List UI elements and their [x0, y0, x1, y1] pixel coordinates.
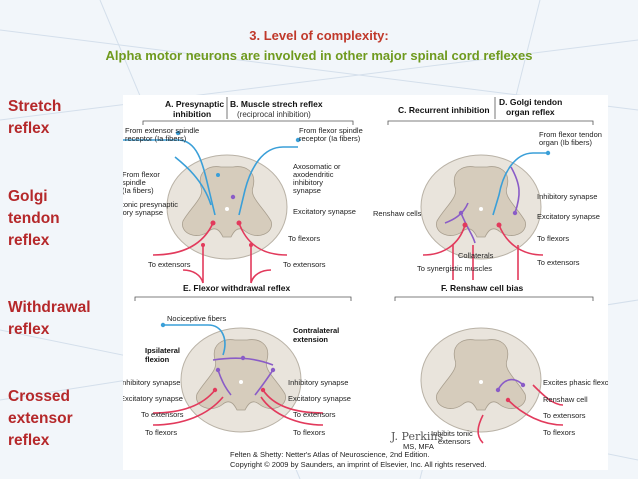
panel-a-heading: A. Presynaptic inhibition	[165, 99, 224, 119]
svg-text:flexion: flexion	[145, 355, 170, 364]
svg-text:Excitatory synapse: Excitatory synapse	[123, 394, 183, 403]
svg-text:To flexors: To flexors	[537, 234, 569, 243]
svg-text:To flexors: To flexors	[145, 428, 177, 437]
neurons-cd	[422, 152, 548, 280]
svg-text:Inhibitory synapse: Inhibitory synapse	[537, 192, 597, 201]
svg-text:A. Presynaptic: A. Presynaptic	[165, 99, 224, 109]
svg-text:Inhibitory synapse: Inhibitory synapse	[123, 378, 180, 387]
svg-text:synapse: synapse	[293, 186, 321, 195]
spinal-cord-ab	[166, 154, 288, 260]
svg-text:To synergistic muscles: To synergistic muscles	[417, 264, 492, 273]
neurons-f	[477, 378, 564, 444]
svg-text:Ipsilateral: Ipsilateral	[145, 346, 180, 355]
svg-text:To extensors: To extensors	[537, 258, 580, 267]
svg-text:Renshaw cell: Renshaw cell	[543, 395, 588, 404]
svg-text:Axoaxonic presynaptic: Axoaxonic presynaptic	[123, 200, 178, 209]
slide-subtitle: Alpha motor neurons are involved in othe…	[105, 48, 533, 63]
svg-text:inhibitory synapse: inhibitory synapse	[123, 208, 163, 217]
svg-text:Inhibits tonic: Inhibits tonic	[431, 429, 473, 438]
svg-text:To flexors: To flexors	[293, 428, 325, 437]
neurons-e	[152, 324, 324, 426]
panel-b-heading: B. Muscle strech reflex (reciprocal inhi…	[230, 99, 323, 119]
svg-text:Excitatory synapse: Excitatory synapse	[537, 212, 600, 221]
svg-text:From flexor spindle: From flexor spindle	[299, 126, 363, 135]
svg-text:To extensors: To extensors	[141, 410, 184, 419]
svg-text:extension: extension	[293, 335, 328, 344]
svg-text:(reciprocal inhibition): (reciprocal inhibition)	[237, 110, 311, 119]
labels-cd: From flexor tendon organ (Ib fibers) Ren…	[373, 130, 602, 273]
svg-text:axodendritic: axodendritic	[293, 170, 334, 179]
svg-text:organ reflex: organ reflex	[506, 107, 555, 117]
svg-text:To extensors: To extensors	[283, 260, 326, 269]
svg-text:Nociceptive fibers: Nociceptive fibers	[167, 314, 226, 323]
svg-text:D. Golgi tendon: D. Golgi tendon	[499, 97, 562, 107]
svg-text:Axosomatic or: Axosomatic or	[293, 162, 341, 171]
svg-text:receptor (Ia fibers): receptor (Ia fibers)	[299, 134, 361, 143]
svg-text:Inhibitory synapse: Inhibitory synapse	[288, 378, 348, 387]
figure-credit: Felten & Shetty: Netter's Atlas of Neuro…	[230, 450, 487, 469]
svg-text:inhibition: inhibition	[173, 109, 211, 119]
svg-text:spindle: spindle	[123, 178, 146, 187]
labels-ab: From extensor spindle receptor (Ia fiber…	[123, 126, 363, 269]
svg-text:To extensors: To extensors	[293, 410, 336, 419]
svg-text:To flexors: To flexors	[543, 428, 575, 437]
panel-e-heading: E. Flexor withdrawal reflex	[183, 283, 291, 293]
svg-text:Excitatory synapse: Excitatory synapse	[288, 394, 351, 403]
reflex-diagram: A. Presynaptic inhibition B. Muscle stre…	[123, 97, 608, 451]
svg-text:inhibitory: inhibitory	[293, 178, 323, 187]
panel-c-heading: C. Recurrent inhibition	[398, 105, 490, 115]
labels-e: Nociceptive fibers Contralateral extensi…	[123, 314, 351, 437]
svg-text:J. Perkins: J. Perkins	[390, 430, 443, 443]
panel-f-heading: F. Renshaw cell bias	[441, 283, 523, 293]
svg-text:Collaterals: Collaterals	[458, 251, 494, 260]
svg-text:From flexor: From flexor	[123, 170, 160, 179]
panel-d-heading: D. Golgi tendon organ reflex	[499, 97, 562, 117]
svg-text:Contralateral: Contralateral	[293, 326, 339, 335]
spinal-cord-f	[420, 327, 542, 433]
neurons-ab	[123, 139, 301, 284]
labels-f: Excites phasic flexors Renshaw cell To e…	[431, 378, 608, 446]
svg-text:To extensors: To extensors	[543, 411, 586, 420]
svg-text:C. Recurrent inhibition: C. Recurrent inhibition	[398, 105, 490, 115]
svg-text:To flexors: To flexors	[288, 234, 320, 243]
spinal-cord-cd	[420, 154, 542, 260]
svg-text:Excitatory synapse: Excitatory synapse	[293, 207, 356, 216]
svg-text:Renshaw cells: Renshaw cells	[373, 209, 422, 218]
svg-text:From extensor spindle: From extensor spindle	[125, 126, 199, 135]
svg-text:Excites phasic flexors: Excites phasic flexors	[543, 378, 608, 387]
slide-title: 3. Level of complexity:	[249, 28, 389, 43]
svg-text:B. Muscle strech reflex: B. Muscle strech reflex	[230, 99, 323, 109]
svg-text:receptor (Ia fibers): receptor (Ia fibers)	[125, 134, 187, 143]
svg-text:From flexor tendon: From flexor tendon	[539, 130, 602, 139]
artist-signature: J. Perkins MS, MFA	[390, 430, 443, 451]
svg-text:extensors: extensors	[438, 437, 471, 446]
svg-text:organ (Ib fibers): organ (Ib fibers)	[539, 138, 592, 147]
svg-text:To extensors: To extensors	[148, 260, 191, 269]
reflex-figure: A. Presynaptic inhibition B. Muscle stre…	[123, 95, 608, 470]
svg-text:(Ia fibers): (Ia fibers)	[123, 186, 154, 195]
svg-text:MS, MFA: MS, MFA	[403, 442, 434, 451]
